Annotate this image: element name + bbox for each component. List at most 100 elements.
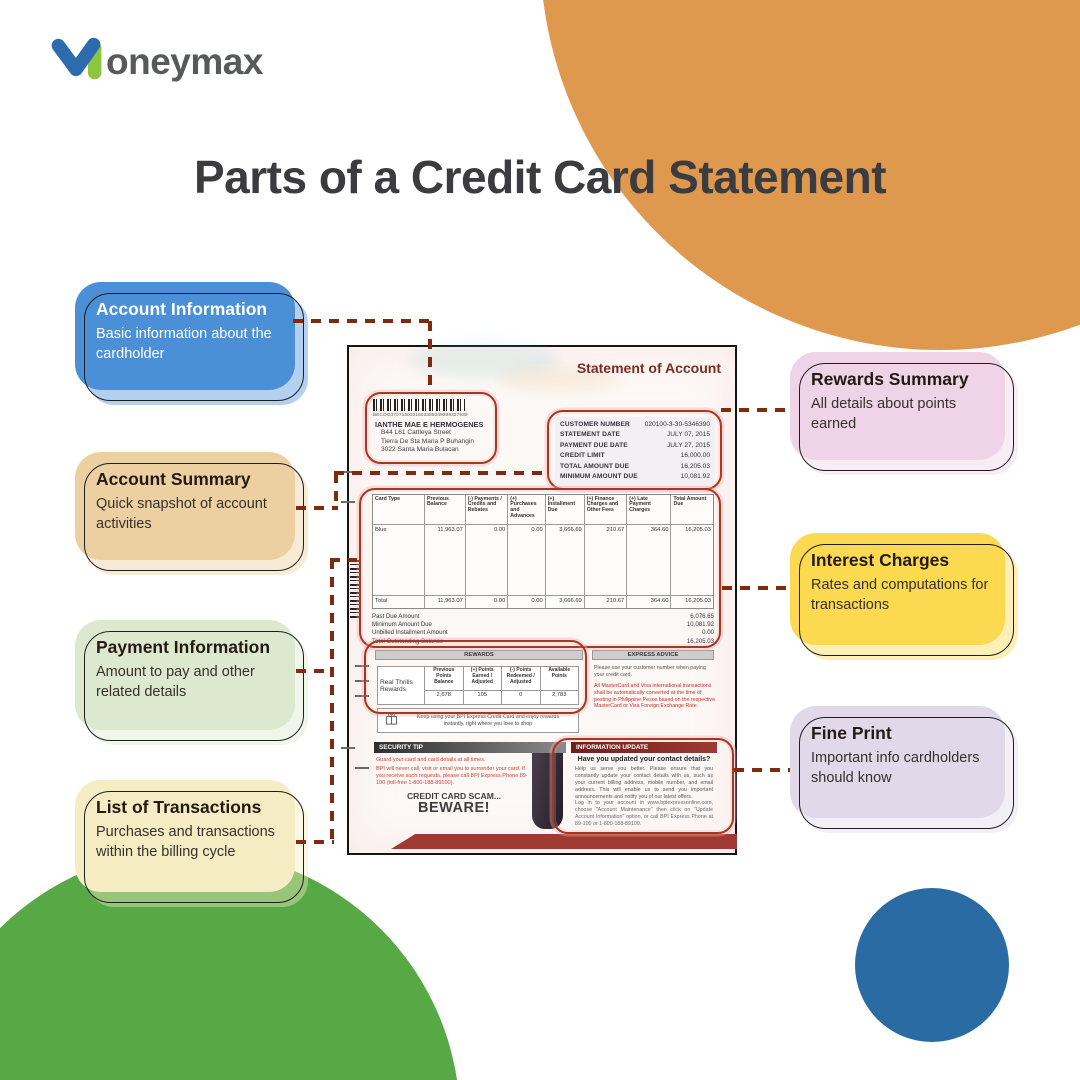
main-table: Card Type Previous Balance (-) Payments … [372, 494, 714, 609]
table-header-row: Card Type Previous Balance (-) Payments … [373, 495, 713, 525]
connector-account-summary-h1 [296, 506, 338, 510]
callout-title: Interest Charges [811, 550, 950, 570]
table-cell: 3,666.69 [544, 525, 584, 539]
callout-body: Amount to pay and other related details [96, 664, 255, 700]
addressee-name: IANTHE MAE E HERMOGENES [375, 420, 484, 429]
addressee-block: IANTHE MAE E HERMOGENES B44 L61 Cattleya… [375, 420, 483, 455]
callout-title: Rewards Summary [811, 369, 969, 389]
table-cell: Total [375, 597, 388, 604]
highlight-fine-print [552, 738, 734, 834]
callout-rewards-summary: Rewards Summary All details about points… [790, 352, 1018, 475]
addressee-line: 3022 Santa Maria Bulacan [381, 446, 459, 454]
connector-left-shared-v [330, 559, 334, 844]
vertical-barcode [350, 560, 361, 620]
connector-interest-h [722, 586, 790, 590]
info-update-paragraph: Help us serve you better. Please ensure … [575, 766, 713, 800]
table-cell: Blue [375, 526, 387, 533]
callout-list-of-transactions: List of Transactions Purchases and trans… [75, 780, 308, 907]
table-cell: 0.00 [507, 525, 544, 539]
page-title: Parts of a Credit Card Statement [193, 151, 887, 203]
callout-account-information: Account Information Basic information ab… [75, 282, 308, 405]
connector-payment-info-h [296, 669, 334, 673]
callout-account-summary: Account Summary Quick snapshot of accoun… [75, 452, 308, 575]
table-header-cell: (+) Installment Due [544, 495, 584, 524]
table-cell: 16,205.03 [670, 525, 713, 539]
connector-rewards-h [721, 408, 790, 412]
connector-account-summary-h2 [334, 471, 546, 475]
barcode-number: BECOO3707150201603385349399327538 [373, 412, 468, 417]
margin-tick [341, 501, 355, 503]
callout-fill [75, 282, 295, 390]
callout-fill [75, 620, 295, 730]
highlight-rewards [364, 640, 587, 714]
table-cell: 210.67 [583, 596, 627, 608]
rewards-program-label: Real Thrills Rewards [380, 678, 413, 693]
table-header-cell: (+) Purchases and Advances [507, 495, 544, 524]
decor-circle-blue [855, 888, 1009, 1042]
security-bullets: Guard your card and card details at all … [376, 757, 528, 787]
express-advice-text: Please use your customer number when pay… [594, 665, 716, 710]
table-header-cell: (+) Late Payment Charges [626, 495, 670, 524]
table-cell: 16,205.03 [670, 596, 713, 608]
table-cell: 0.00 [464, 525, 508, 539]
table-header-cell: Total Amount Due [670, 495, 713, 524]
table-header-cell: Card Type [375, 495, 400, 502]
table-cell: 11,963.07 [424, 525, 465, 539]
callout-title: Account Summary [96, 469, 251, 489]
forex-notice: All MasterCard and Visa international tr… [594, 682, 716, 710]
callout-outline [84, 463, 304, 571]
callout-title: List of Transactions [96, 797, 262, 817]
callout-fill [75, 452, 295, 560]
express-advice-bar: EXPRESS ADVICE [592, 650, 714, 660]
highlight-account-summary [547, 410, 722, 490]
bottom-banner [391, 834, 737, 849]
margin-tick [355, 680, 369, 682]
callout-fill [75, 780, 295, 892]
moneymax-logo: oneymax [48, 34, 263, 89]
callout-body: All details about points earned [811, 396, 957, 432]
callout-fill [790, 533, 1005, 645]
scam-line: CREDIT CARD SCAM... [406, 791, 502, 801]
table-cell: 210.67 [583, 525, 627, 539]
security-tip-header: SECURITY TIP [374, 742, 566, 753]
highlight-transactions-table [359, 488, 721, 648]
info-update-paragraph: Log in to your account in www.bpiexpress… [575, 800, 713, 827]
callout-outline [84, 631, 304, 741]
table-cell: 364.60 [626, 596, 670, 608]
table-total-row: Total 11,963.07 0.00 0.00 3,666.69 210.6… [373, 595, 713, 608]
table-header-cell: (-) Payments / Credits and Rebates [464, 495, 508, 524]
connector-account-info-v [428, 321, 432, 390]
logo-m-icon [48, 34, 104, 89]
callout-fine-print: Fine Print Important info cardholders sh… [790, 706, 1018, 833]
table-cell: 11,963.07 [424, 596, 465, 608]
margin-tick [341, 747, 355, 749]
security-ribbon [532, 753, 563, 829]
barcode [373, 399, 465, 411]
addressee-line: B44 L61 Cattleya Street [381, 429, 452, 436]
rewards-value-cell: 2,678 [424, 691, 463, 704]
rewards-header-cell: Available Points [539, 667, 578, 691]
margin-tick [355, 767, 369, 769]
callout-outline [84, 293, 304, 401]
connector-account-summary-v [334, 473, 338, 510]
rewards-header-cell: (-) Points Redeemed / Adjusted [501, 667, 540, 691]
callout-title: Fine Print [811, 723, 892, 743]
statement-title: Statement of Account [576, 360, 721, 376]
table-empty-rows [373, 539, 713, 595]
callout-title: Payment Information [96, 637, 271, 657]
info-update-question: Have you updated your contact details? [577, 756, 711, 763]
callout-fill [790, 352, 1005, 460]
margin-tick [355, 665, 369, 667]
callout-outline [84, 791, 304, 903]
callout-interest-charges: Interest Charges Rates and computations … [790, 533, 1018, 660]
logo-wordmark: oneymax [106, 40, 263, 82]
